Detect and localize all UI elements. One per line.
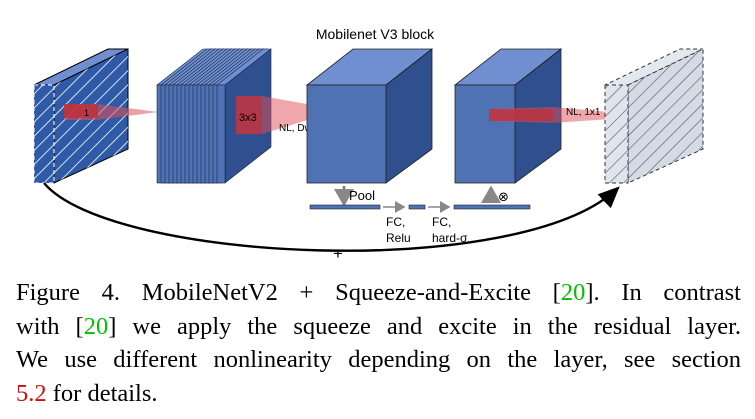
caption-line-4: 5.2 for details. xyxy=(16,377,741,411)
caption-text-2a: with [ xyxy=(16,312,84,340)
section-link[interactable]: 5.2 xyxy=(16,379,47,407)
expansion-stack xyxy=(156,48,272,184)
conv3-label: 3x3 xyxy=(239,112,257,124)
citation-link-2[interactable]: 20 xyxy=(83,312,109,340)
pool-label: Pool xyxy=(349,188,375,203)
proj-label: NL, 1x1 xyxy=(566,107,601,118)
caption-text-1b: ]. In contrast xyxy=(585,279,741,306)
fc2-label-line2: hard-σ xyxy=(432,231,468,245)
conv1-label: 1 xyxy=(84,108,89,118)
fc1-label-line1: FC, xyxy=(386,215,405,229)
caption-text-1a: Figure 4. MobileNetV2 + Squeeze-and-Exci… xyxy=(16,279,561,306)
caption-text-2b: ] we apply the squeeze and excite in the… xyxy=(108,312,741,340)
figure-caption: Figure 4. MobileNetV2 + Squeeze-and-Exci… xyxy=(16,276,741,410)
diagram-title: Mobilenet V3 block xyxy=(316,26,435,42)
citation-link-1[interactable]: 20 xyxy=(560,279,586,306)
fc2-label-line1: FC, xyxy=(432,215,451,229)
caption-line-1: Figure 4. MobileNetV2 + Squeeze-and-Exci… xyxy=(16,276,741,310)
add-symbol: + xyxy=(333,244,343,263)
mobilenet-v3-block-diagram: Mobilenet V3 block 1 3x3 NL, Dwise NL, 1… xyxy=(33,26,704,263)
residual-connection xyxy=(43,182,620,252)
dwise-block xyxy=(305,48,434,184)
fc2-vector xyxy=(453,204,531,210)
expansion-layer xyxy=(216,84,226,184)
fc1-label-line2: Relu xyxy=(386,231,411,245)
fc1-vector xyxy=(408,204,426,210)
dwise-label: NL, Dwise xyxy=(279,123,325,134)
caption-line-3: We use different nonlinearity depending … xyxy=(16,346,741,373)
output-tensor xyxy=(604,48,704,184)
pooled-vector xyxy=(309,204,381,210)
multiply-symbol: ⊗ xyxy=(498,189,509,204)
caption-line-2: with [20] we apply the squeeze and excit… xyxy=(16,310,741,344)
caption-text-4b: for details. xyxy=(46,379,158,407)
